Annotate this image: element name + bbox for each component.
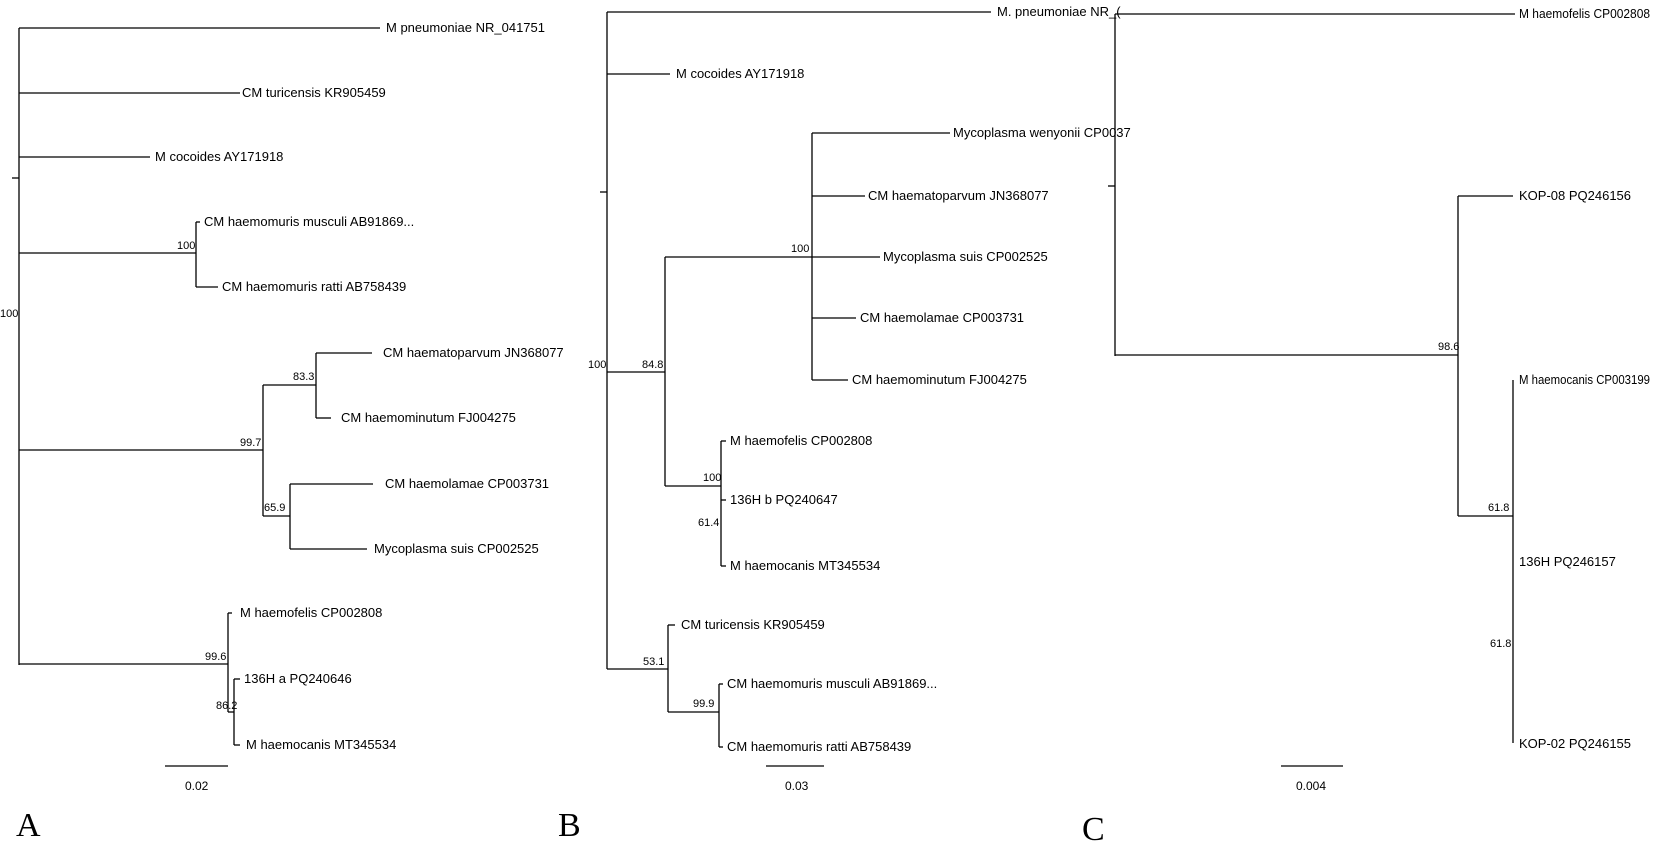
scale-bar-label: 0.03 bbox=[785, 779, 809, 793]
panel-label: A bbox=[16, 807, 41, 842]
leaf-label: Mycoplasma wenyonii CP0037 bbox=[953, 125, 1131, 140]
bootstrap-value: 53.1 bbox=[643, 656, 664, 668]
leaf-label: M pneumoniae NR_041751 bbox=[386, 20, 545, 35]
panel-label: C bbox=[1082, 811, 1105, 842]
leaf-label: M cocoides AY171918 bbox=[155, 149, 283, 164]
bootstrap-value: 99.7 bbox=[240, 437, 261, 449]
bootstrap-value: 83.3 bbox=[293, 371, 314, 383]
leaf-label: KOP-02 PQ246155 bbox=[1519, 736, 1631, 751]
bootstrap-value: 61.4 bbox=[698, 517, 719, 529]
tree-a-branches bbox=[12, 27, 380, 746]
bootstrap-value: 86.2 bbox=[216, 700, 237, 712]
leaf-label: M haemocanis CP003199 bbox=[1519, 372, 1650, 387]
bootstrap-value: 100 bbox=[0, 308, 18, 320]
leaf-label: M haemofelis CP002808 bbox=[730, 433, 872, 448]
leaf-label: Mycoplasma suis CP002525 bbox=[883, 249, 1048, 264]
leaf-label: 136H PQ246157 bbox=[1519, 554, 1616, 569]
tree-b-scale-bar: 0.03 bbox=[766, 765, 824, 793]
tree-a-leaf-labels: M pneumoniae NR_041751 CM turicensis KR9… bbox=[155, 20, 564, 752]
leaf-label: Mycoplasma suis CP002525 bbox=[374, 541, 539, 556]
panel-label: B bbox=[558, 807, 581, 842]
leaf-label: CM haemomuris ratti AB758439 bbox=[222, 279, 406, 294]
tree-c-leaf-labels: M haemofelis CP002808 KOP-08 PQ246156 M … bbox=[1519, 6, 1650, 751]
leaf-label: M haemocanis MT345534 bbox=[730, 558, 880, 573]
leaf-label: 136H a PQ240646 bbox=[244, 671, 352, 686]
bootstrap-value: 98.6 bbox=[1438, 341, 1459, 353]
bootstrap-value: 84.8 bbox=[642, 359, 663, 371]
bootstrap-value: 100 bbox=[588, 359, 606, 371]
bootstrap-value: 99.9 bbox=[693, 698, 714, 710]
leaf-label: CM haemolamae CP003731 bbox=[385, 476, 549, 491]
tree-a-scale-bar: 0.02 bbox=[165, 765, 228, 793]
leaf-label: CM haemominutum FJ004275 bbox=[852, 372, 1027, 387]
leaf-label: CM haematoparvum JN368077 bbox=[868, 188, 1049, 203]
tree-a-bootstrap-values: 100 100 83.3 99.7 65.9 99.6 86.2 bbox=[0, 240, 314, 712]
leaf-label: CM turicensis KR905459 bbox=[242, 85, 386, 100]
bootstrap-value: 65.9 bbox=[264, 502, 285, 514]
tree-b-branches bbox=[600, 11, 991, 748]
leaf-label: CM haematoparvum JN368077 bbox=[383, 345, 564, 360]
scale-bar-label: 0.02 bbox=[185, 779, 209, 793]
scale-bar-label: 0.004 bbox=[1296, 779, 1326, 793]
leaf-label: 136H b PQ240647 bbox=[730, 492, 838, 507]
leaf-label: M haemofelis CP002808 bbox=[1519, 6, 1650, 21]
leaf-label: CM haemomuris musculi AB91869... bbox=[727, 676, 937, 691]
leaf-label: M haemocanis MT345534 bbox=[246, 737, 396, 752]
tree-panel-c: M haemofelis CP002808 KOP-08 PQ246156 M … bbox=[1082, 6, 1650, 842]
bootstrap-value: 99.6 bbox=[205, 651, 226, 663]
tree-c-branches bbox=[1108, 13, 1515, 743]
leaf-label: CM haemolamae CP003731 bbox=[860, 310, 1024, 325]
tree-b-bootstrap-values: 100 84.8 100 61.4 100 53.1 99.9 bbox=[588, 243, 809, 710]
bootstrap-value: 100 bbox=[791, 243, 809, 255]
leaf-label: KOP-08 PQ246156 bbox=[1519, 188, 1631, 203]
bootstrap-value: 61.8 bbox=[1488, 502, 1509, 514]
leaf-label: CM turicensis KR905459 bbox=[681, 617, 825, 632]
leaf-label: CM haemominutum FJ004275 bbox=[341, 410, 516, 425]
leaf-label: CM haemomuris ratti AB758439 bbox=[727, 739, 911, 754]
leaf-label: CM haemomuris musculi AB91869... bbox=[204, 214, 414, 229]
bootstrap-value: 61.8 bbox=[1490, 638, 1511, 650]
tree-c-scale-bar: 0.004 bbox=[1281, 765, 1343, 793]
tree-panel-a: M pneumoniae NR_041751 CM turicensis KR9… bbox=[0, 20, 564, 842]
tree-b-leaf-labels: M. pneumoniae NR_( M cocoides AY171918 M… bbox=[676, 4, 1131, 754]
leaf-label: M. pneumoniae NR_( bbox=[997, 4, 1121, 19]
leaf-label: M haemofelis CP002808 bbox=[240, 605, 382, 620]
leaf-label: M cocoides AY171918 bbox=[676, 66, 804, 81]
bootstrap-value: 100 bbox=[177, 240, 195, 252]
bootstrap-value: 100 bbox=[703, 472, 721, 484]
tree-c-bootstrap-values: 98.6 61.8 61.8 bbox=[1438, 341, 1511, 650]
tree-panel-b: M. pneumoniae NR_( M cocoides AY171918 M… bbox=[558, 4, 1131, 842]
